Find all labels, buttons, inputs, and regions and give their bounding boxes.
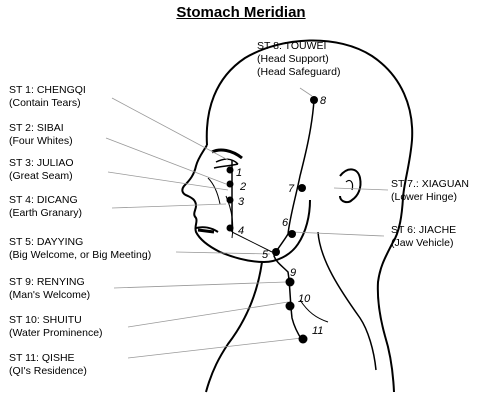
- point-st2: [226, 180, 234, 188]
- num-st6: 6: [282, 217, 289, 229]
- label-st4: ST 4: DICANG (Earth Granary): [9, 194, 82, 219]
- neck-muscle: [317, 231, 377, 371]
- label-st10: ST 10: SHUITU (Water Prominence): [9, 314, 103, 339]
- point-st5: [272, 248, 280, 256]
- num-st11: 11: [312, 325, 323, 337]
- label-st11: ST 11: QISHE (QI's Residence): [9, 352, 87, 377]
- num-st5: 5: [262, 249, 269, 261]
- label-st6: ST 6: JIACHE (Jaw Vehicle): [391, 224, 457, 249]
- num-st10: 10: [298, 293, 311, 305]
- label-st5: ST 5: DAYYING (Big Welcome, or Big Meeti…: [9, 236, 152, 261]
- point-st4: [226, 224, 234, 232]
- jaw-neck-front: [205, 199, 311, 393]
- label-st7: ST 7.: XIAGUAN (Lower Hinge): [391, 178, 469, 203]
- mouth: [195, 226, 219, 233]
- num-st8: 8: [320, 95, 327, 107]
- point-st11: [298, 334, 308, 344]
- head-outline: [205, 39, 414, 393]
- point-st7: [298, 184, 306, 192]
- ear: [339, 168, 362, 204]
- num-st9: 9: [290, 267, 296, 279]
- label-st2: ST 2: SIBAI (Four Whites): [9, 122, 73, 147]
- meridian-line: [273, 99, 315, 341]
- num-st1: 1: [236, 167, 242, 179]
- diagram-title: Stomach Meridian: [176, 4, 306, 21]
- num-st2: 2: [239, 181, 246, 193]
- point-st6: [288, 230, 296, 238]
- num-st3: 3: [238, 196, 245, 208]
- eyebrow: [211, 148, 243, 160]
- eye: [213, 158, 239, 169]
- num-st4: 4: [238, 225, 244, 237]
- num-st7: 7: [288, 183, 295, 195]
- point-st3: [226, 196, 234, 204]
- label-st3: ST 3: JULIAO (Great Seam): [9, 157, 74, 182]
- label-st8: ST 8: TOUWEI (Head Support) (Head Safegu…: [257, 40, 341, 78]
- point-st10: [285, 301, 295, 311]
- point-st8: [310, 96, 318, 104]
- label-st1: ST 1: CHENGQI (Contain Tears): [9, 84, 86, 109]
- label-st9: ST 9: RENYING (Man's Welcome): [9, 276, 91, 301]
- point-st1: [226, 166, 234, 174]
- face-profile: [181, 144, 265, 263]
- point-st9: [285, 277, 295, 287]
- leader-lines: [105, 87, 389, 359]
